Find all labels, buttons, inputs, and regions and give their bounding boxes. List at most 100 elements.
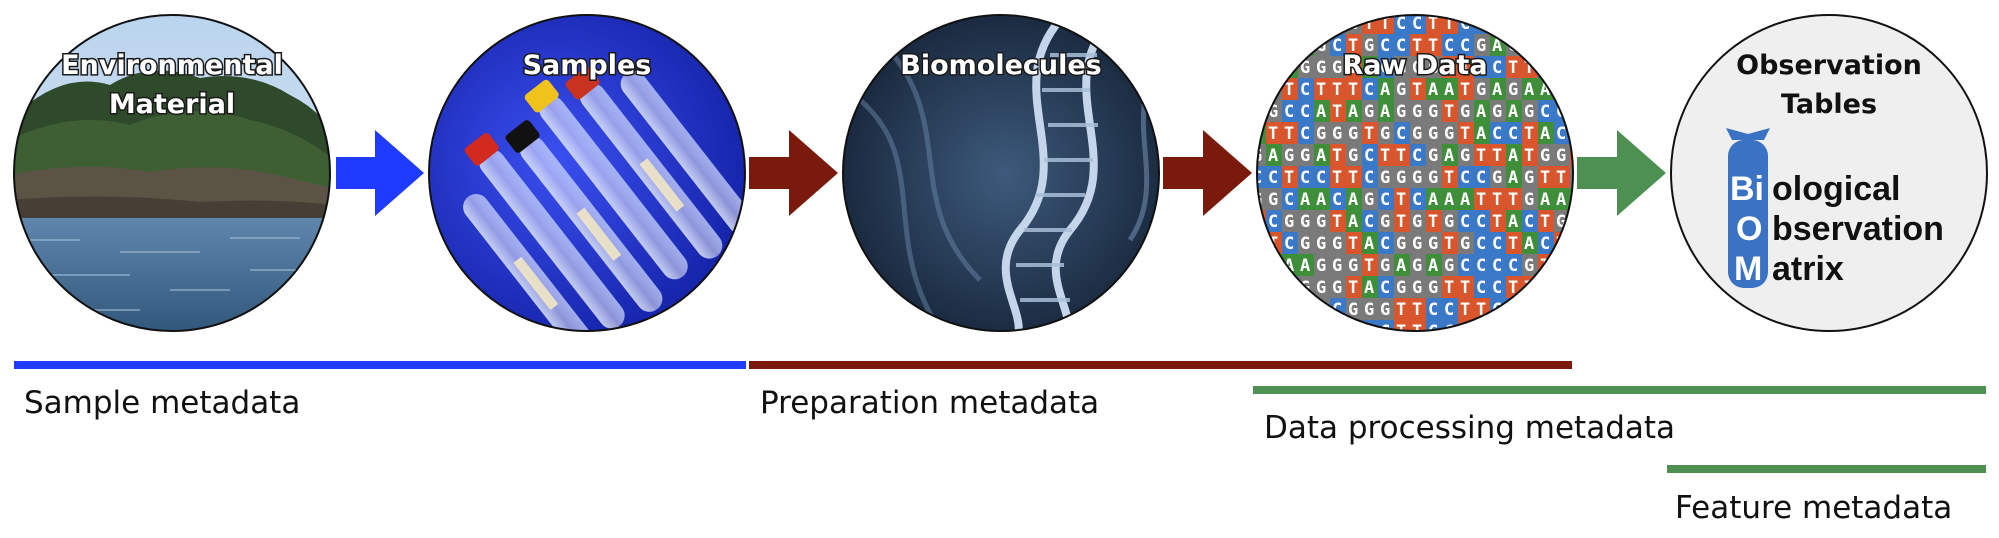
- sequence-base: G: [1380, 124, 1390, 144]
- sequence-base: C: [1460, 168, 1470, 188]
- preparation-metadata-label: Preparation metadata: [760, 385, 1100, 421]
- sequence-base: C: [1492, 278, 1502, 298]
- sequence-base: G: [1300, 278, 1310, 298]
- sequence-cell: [1362, 144, 1378, 166]
- sequence-cell: [1266, 166, 1282, 188]
- sequence-cell: [1266, 15, 1282, 34]
- sequence-base: T: [1524, 322, 1534, 342]
- sequence-base: G: [1396, 168, 1406, 188]
- sequence-base: T: [1348, 322, 1358, 342]
- sequence-base: T: [1540, 14, 1550, 34]
- arrow-biomolecules-to-raw-data: [1163, 130, 1252, 216]
- sequence-base: C: [1492, 58, 1502, 78]
- sequence-base: G: [1284, 146, 1294, 166]
- sequence-base: C: [1412, 190, 1422, 210]
- sequence-cell: [1346, 254, 1362, 276]
- sequence-cell: [1282, 78, 1298, 100]
- environmental-material-circle: Environmental Material: [13, 14, 331, 332]
- sequence-base: C: [1332, 190, 1342, 210]
- feature-metadata-label: Feature metadata: [1675, 490, 1953, 526]
- sequence-cell: [1522, 144, 1538, 166]
- sequence-cell: [1394, 276, 1410, 298]
- sequence-cell: [1346, 232, 1362, 254]
- sequence-base: T: [1332, 322, 1342, 342]
- sequence-base: T: [1284, 124, 1294, 144]
- sequence-base: C: [1428, 322, 1438, 342]
- sequence-base: A: [1556, 36, 1566, 56]
- sequence-cell: [1538, 210, 1554, 232]
- sequence-cell: [1378, 298, 1394, 320]
- sequence-base: T: [1268, 124, 1278, 144]
- sequence-base: C: [1380, 36, 1390, 56]
- sequence-cell: [1257, 298, 1266, 320]
- sequence-base: G: [1252, 256, 1262, 276]
- sequence-cell: [1330, 78, 1346, 100]
- sequence-base: T: [1524, 36, 1534, 56]
- sequence-base: C: [1540, 278, 1550, 298]
- sequence-base: C: [1556, 58, 1566, 78]
- sequence-cell: [1490, 15, 1506, 34]
- sequence-cell: [1378, 34, 1394, 56]
- sequence-base: T: [1444, 234, 1454, 254]
- sequence-cell: [1394, 122, 1410, 144]
- sequence-base: A: [1396, 256, 1406, 276]
- sequence-base: C: [1380, 58, 1390, 78]
- sequence-base: T: [1284, 168, 1294, 188]
- sequence-base: C: [1268, 168, 1278, 188]
- sequence-base: T: [1508, 190, 1518, 210]
- sequence-cell: [1314, 15, 1330, 34]
- sequence-cell: [1410, 276, 1426, 298]
- sequence-base: G: [1284, 212, 1294, 232]
- sequence-cell: [1378, 166, 1394, 188]
- sequence-cell: [1522, 34, 1538, 56]
- sequence-cell: [1257, 100, 1266, 122]
- feature-metadata-bar: [1667, 465, 1986, 473]
- sequence-cell: [1346, 320, 1362, 331]
- sequence-base: G: [1396, 278, 1406, 298]
- sequence-cell: [1282, 210, 1298, 232]
- sequence-base: G: [1396, 58, 1406, 78]
- sequence-base: C: [1556, 256, 1566, 276]
- sequence-base: C: [1412, 146, 1422, 166]
- sequence-cell: [1474, 210, 1490, 232]
- sequence-base: G: [1332, 58, 1342, 78]
- sequence-cell: [1490, 166, 1506, 188]
- sequence-base: G: [1380, 300, 1390, 320]
- sequence-base: C: [1476, 58, 1486, 78]
- sequence-cell: [1266, 34, 1282, 56]
- sequence-base: T: [1428, 36, 1438, 56]
- sequence-cell: [1394, 144, 1410, 166]
- sequence-base: G: [1332, 278, 1342, 298]
- sequence-base: G: [1572, 58, 1582, 78]
- sequence-base: A: [1508, 146, 1518, 166]
- sequence-base: C: [1268, 322, 1278, 342]
- sequence-base: C: [1572, 36, 1582, 56]
- sequence-cell: [1266, 122, 1282, 144]
- sequence-base: G: [1492, 322, 1502, 342]
- sequence-cell: [1410, 15, 1426, 34]
- sequence-base: A: [1348, 102, 1358, 122]
- sequence-cell: [1442, 122, 1458, 144]
- sequence-base: T: [1252, 102, 1262, 122]
- sequence-cell: [1442, 320, 1458, 331]
- sequence-base: A: [1300, 190, 1310, 210]
- sequence-base: T: [1444, 102, 1454, 122]
- sequence-cell: [1442, 210, 1458, 232]
- sequence-base: A: [1380, 80, 1390, 100]
- sequence-cell: [1458, 144, 1474, 166]
- sequence-cell: [1426, 320, 1442, 331]
- sequence-base: G: [1556, 212, 1566, 232]
- sequence-base: G: [1412, 102, 1422, 122]
- sequence-base: G: [1332, 234, 1342, 254]
- sequence-base: G: [1284, 14, 1294, 34]
- sequence-cell: [1298, 188, 1314, 210]
- sequence-base: C: [1476, 278, 1486, 298]
- sequence-base: G: [1524, 14, 1534, 34]
- sequence-cell: [1506, 15, 1522, 34]
- arrow-samples-to-biomolecules: [749, 130, 838, 216]
- sequence-cell: [1410, 320, 1426, 331]
- sequence-base: T: [1332, 168, 1342, 188]
- sequence-base: T: [1412, 80, 1422, 100]
- sequence-base: T: [1268, 14, 1278, 34]
